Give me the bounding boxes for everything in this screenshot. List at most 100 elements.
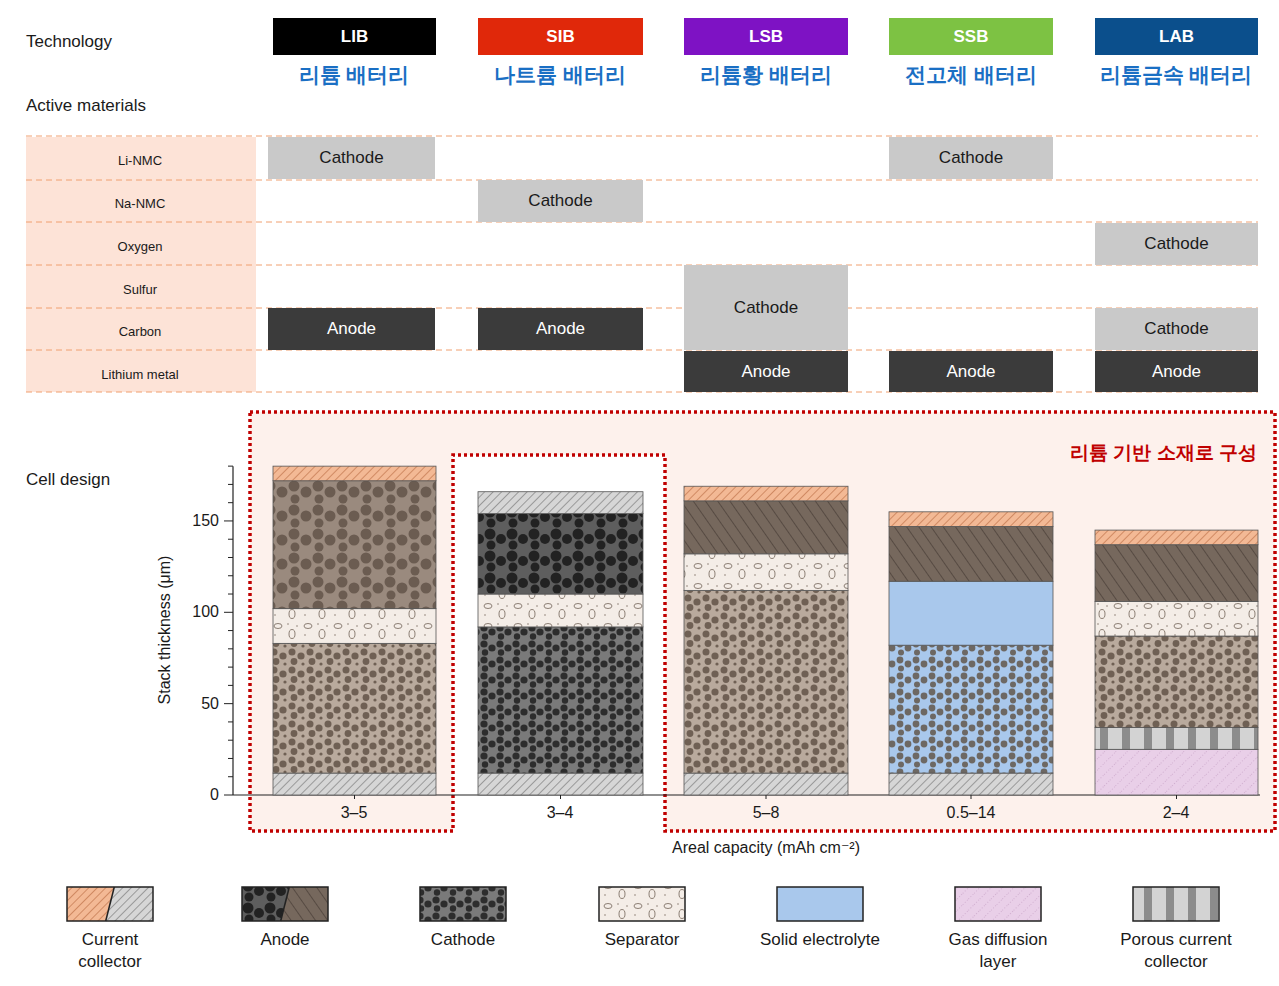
battery-name: 리튬 배터리 (299, 63, 410, 87)
cell-layer (684, 554, 848, 591)
cell-layer (889, 773, 1053, 795)
box-text: Cathode (1144, 234, 1208, 254)
axis-tick (766, 795, 767, 799)
row-label: Lithium metal (101, 368, 178, 383)
cell-layer (273, 609, 436, 644)
battery-name: 리튬황 배터리 (700, 63, 832, 87)
box-text: Anode (946, 362, 995, 382)
box-text: LAB (1159, 27, 1194, 47)
cell-layer (273, 643, 436, 773)
cell-layer (1095, 727, 1258, 749)
axis-tick (224, 520, 233, 521)
legend-text: Solid electrolyte (758, 929, 882, 951)
axis-tick (228, 758, 233, 759)
axis-title: Stack thickness (μm) (156, 556, 174, 705)
capacity-label: 3–5 (341, 804, 368, 822)
box-text: SIB (546, 27, 574, 47)
cell-layer (478, 773, 643, 795)
box-text: Cathode (734, 298, 798, 318)
region-note: 리튬 기반 소재로 구성 (1070, 442, 1257, 464)
row-divider (26, 392, 1258, 393)
cell-layer (684, 486, 848, 501)
legend-swatch (955, 887, 1041, 921)
material-box: Cathode (268, 137, 435, 179)
cell-layer (273, 773, 436, 795)
material-box: Anode (478, 308, 643, 350)
legend-swatch (777, 887, 863, 921)
cell-layer (889, 645, 1053, 773)
box-text: Anode (536, 319, 585, 339)
row-label: Carbon (119, 325, 162, 340)
material-box: Anode (1095, 351, 1258, 392)
material-box: Cathode (478, 180, 643, 222)
section-title: Active materials (26, 96, 146, 116)
axis-tick (228, 721, 233, 722)
capacity-label: 2–4 (1163, 804, 1190, 822)
box-text: SSB (954, 27, 989, 47)
lithium-region (250, 412, 1275, 831)
cell-layer (273, 466, 436, 481)
battery-name: 나트륨 배터리 (494, 63, 626, 87)
technology-box: SIB (478, 18, 643, 55)
cell-layer (273, 481, 436, 609)
cell-layer (478, 627, 643, 773)
axis-tick (228, 502, 233, 503)
technology-box: LAB (1095, 18, 1258, 55)
battery-name: 리튬금속 배터리 (1100, 63, 1253, 87)
legend-text: Current collector (48, 929, 172, 973)
tick-label: 50 (201, 694, 219, 712)
legend-swatch (599, 887, 685, 921)
axis-tick (354, 795, 355, 799)
swatch-border (67, 887, 153, 921)
axis-tick (228, 685, 233, 686)
row-label: Li-NMC (118, 154, 162, 169)
cell-layer (1095, 749, 1258, 795)
axis-tick (228, 648, 233, 649)
cell-layer (478, 594, 643, 627)
box-text: Anode (741, 362, 790, 382)
cell-layer (889, 526, 1053, 581)
axis-tick (228, 594, 233, 595)
capacity-label: 0.5–14 (947, 804, 996, 822)
box-text: Cathode (1144, 319, 1208, 339)
axis-tick (224, 795, 233, 796)
cell-layer (684, 501, 848, 554)
technology-box: LIB (273, 18, 436, 55)
axis-tick (228, 484, 233, 485)
legend-swatch (106, 887, 153, 921)
material-box: Anode (889, 351, 1053, 392)
axis-tick (228, 557, 233, 558)
legend-swatch (67, 887, 114, 921)
material-box: Anode (268, 308, 435, 350)
box-text: Anode (1152, 362, 1201, 382)
tick-label: 0 (210, 786, 219, 804)
axis-tick (228, 667, 233, 668)
legend-swatch (281, 887, 328, 921)
legend-text: Gas diffusion layer (936, 929, 1060, 973)
technology-box: SSB (889, 18, 1053, 55)
tick-label: 100 (192, 603, 219, 621)
cell-layer (1095, 530, 1258, 545)
legend-text: Separator (580, 929, 704, 951)
legend-text: Anode (223, 929, 347, 951)
box-text: LSB (749, 27, 783, 47)
axis-tick (228, 466, 233, 467)
swatch-divider (106, 887, 115, 921)
box-text: Cathode (939, 148, 1003, 168)
axis-tick (228, 740, 233, 741)
row-divider (26, 136, 1258, 137)
cell-layer (889, 512, 1053, 527)
tick-label: 150 (192, 512, 219, 530)
axis-tick (224, 612, 233, 613)
legend-text: Porous current collector (1114, 929, 1238, 973)
row-label: Na-NMC (115, 197, 166, 212)
box-text: LIB (341, 27, 368, 47)
box-text: Anode (327, 319, 376, 339)
battery-name: 전고체 배터리 (905, 63, 1037, 87)
cell-layer (1095, 545, 1258, 602)
axis-tick (971, 795, 972, 799)
cell-layer (478, 492, 643, 514)
axis-title: Areal capacity (mAh cm⁻²) (672, 839, 860, 857)
legend-swatch (420, 887, 506, 921)
